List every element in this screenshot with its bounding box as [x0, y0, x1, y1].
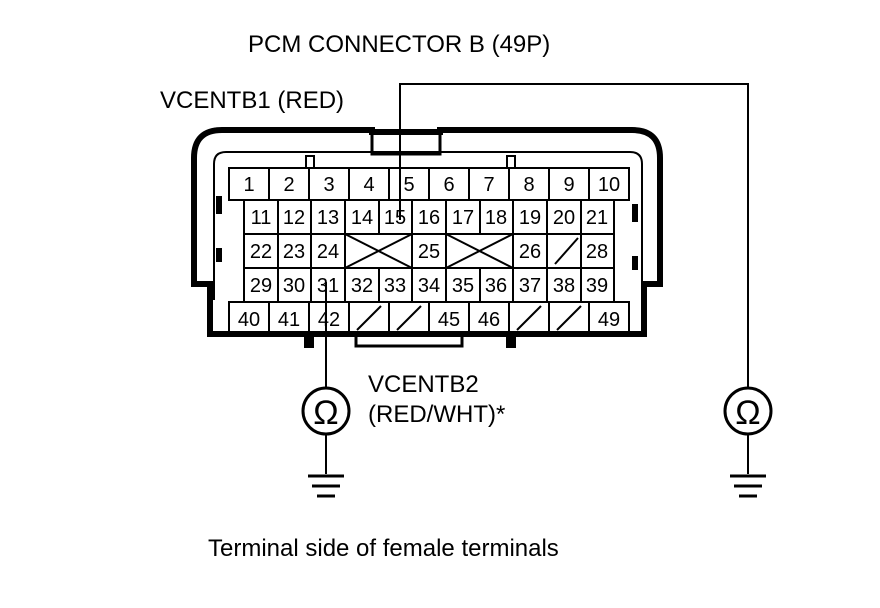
pin-37: 37 — [519, 275, 541, 297]
row3-pins: 22 23 24 25 26 28 — [250, 241, 608, 263]
pin-grid — [228, 167, 630, 335]
row1-pins: 1 2 3 4 5 6 7 8 9 10 — [243, 174, 620, 196]
pin-2: 2 — [283, 174, 294, 196]
ground-right-icon — [730, 474, 766, 498]
ohm-symbol-right: Ω — [735, 394, 760, 432]
ground-left-icon — [308, 474, 344, 498]
pin-36: 36 — [485, 275, 507, 297]
pin-13: 13 — [317, 207, 339, 229]
pin-22: 22 — [250, 241, 272, 263]
pin-30: 30 — [283, 275, 305, 297]
row4-pins: 29 30 31 32 33 34 35 36 37 38 39 — [250, 275, 608, 297]
pin-17: 17 — [452, 207, 474, 229]
ohmmeter-left-icon: Ω — [301, 386, 351, 436]
pin-14: 14 — [351, 207, 373, 229]
ohm-symbol-left: Ω — [313, 394, 338, 432]
pin-39: 39 — [586, 275, 608, 297]
pin-38: 38 — [553, 275, 575, 297]
row2-pins: 11 12 13 14 15 16 17 18 19 20 21 — [251, 207, 609, 229]
pin-41: 41 — [278, 309, 300, 331]
pin-8: 8 — [523, 174, 534, 196]
pin-33: 33 — [384, 275, 406, 297]
pin-10: 10 — [598, 174, 620, 196]
vcentb2-label: VCENTB2 — [368, 371, 479, 398]
pin-4: 4 — [363, 174, 374, 196]
pin-49: 49 — [598, 309, 620, 331]
pin-23: 23 — [283, 241, 305, 263]
pin-5: 5 — [403, 174, 414, 196]
pin-40: 40 — [238, 309, 260, 331]
vcentb1-label: VCENTB1 (RED) — [160, 87, 344, 114]
pin-34: 34 — [418, 275, 440, 297]
pin-46: 46 — [478, 309, 500, 331]
vcentb2-color-label: (RED/WHT)* — [368, 401, 505, 428]
connector-housing — [191, 127, 663, 348]
pin-20: 20 — [553, 207, 575, 229]
diagram-title: PCM CONNECTOR B (49P) — [248, 31, 550, 58]
pin-21: 21 — [586, 207, 608, 229]
pin-7: 7 — [483, 174, 494, 196]
pin-35: 35 — [452, 275, 474, 297]
pin-45: 45 — [438, 309, 460, 331]
pin-11: 11 — [251, 207, 272, 229]
pin-26: 26 — [519, 241, 541, 263]
ohmmeter-right-icon: Ω — [723, 386, 773, 436]
pin-24: 24 — [317, 241, 339, 263]
footer-caption: Terminal side of female terminals — [208, 535, 559, 562]
pin-25: 25 — [418, 241, 440, 263]
pin-28: 28 — [586, 241, 608, 263]
pin-3: 3 — [323, 174, 334, 196]
pin-32: 32 — [351, 275, 373, 297]
pin-31: 31 — [317, 275, 339, 297]
pin-15: 15 — [384, 207, 406, 229]
pin-19: 19 — [519, 207, 541, 229]
pin-6: 6 — [443, 174, 454, 196]
row5-pins: 40 41 42 45 46 49 — [238, 309, 620, 331]
pin-29: 29 — [250, 275, 272, 297]
vcentb1-probe-wire — [399, 83, 749, 474]
pin-1: 1 — [243, 174, 254, 196]
pin-9: 9 — [563, 174, 574, 196]
pin-16: 16 — [418, 207, 440, 229]
pin-42: 42 — [318, 309, 340, 331]
pin-12: 12 — [283, 207, 305, 229]
pin-18: 18 — [485, 207, 507, 229]
